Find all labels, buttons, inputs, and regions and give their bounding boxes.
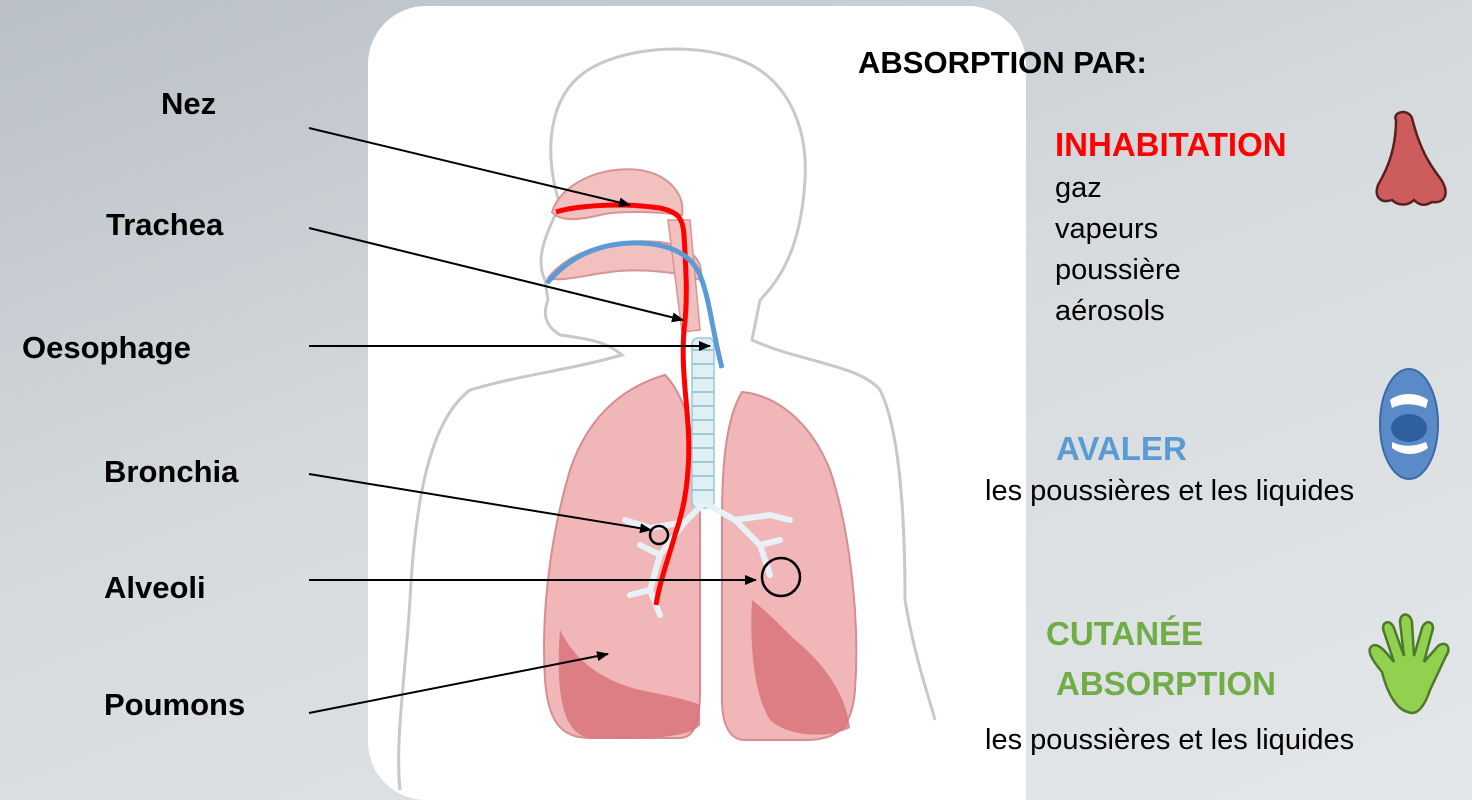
skin-text: les poussières et les liquides [985, 720, 1354, 761]
ingestion-title: AVALER [1056, 430, 1187, 468]
inhalation-item: poussière [1055, 250, 1181, 291]
label-alveoli: Alveoli [104, 570, 206, 606]
inhalation-item: aérosols [1055, 291, 1165, 332]
label-poumons: Poumons [104, 687, 245, 723]
inhalation-item: vapeurs [1055, 209, 1158, 250]
inhalation-item: gaz [1055, 168, 1102, 209]
label-trachea: Trachea [106, 207, 223, 243]
nasal-cavity [552, 169, 682, 219]
arrow-nez [309, 128, 630, 205]
label-nez: Nez [161, 86, 216, 122]
trachea-rings [692, 338, 714, 508]
hand-icon [1370, 615, 1449, 714]
nose-icon [1377, 112, 1446, 205]
mouth-icon [1380, 369, 1438, 479]
skin-title-line2: ABSORPTION [1056, 665, 1276, 703]
inhalation-title: INHABITATION [1055, 126, 1287, 164]
skin-title-line1: CUTANÉE [1046, 615, 1203, 653]
absorption-heading: ABSORPTION PAR: [858, 45, 1147, 81]
ingestion-text: les poussières et les liquides [985, 471, 1354, 512]
label-bronchia: Bronchia [104, 454, 238, 490]
label-oesophage: Oesophage [22, 330, 191, 366]
